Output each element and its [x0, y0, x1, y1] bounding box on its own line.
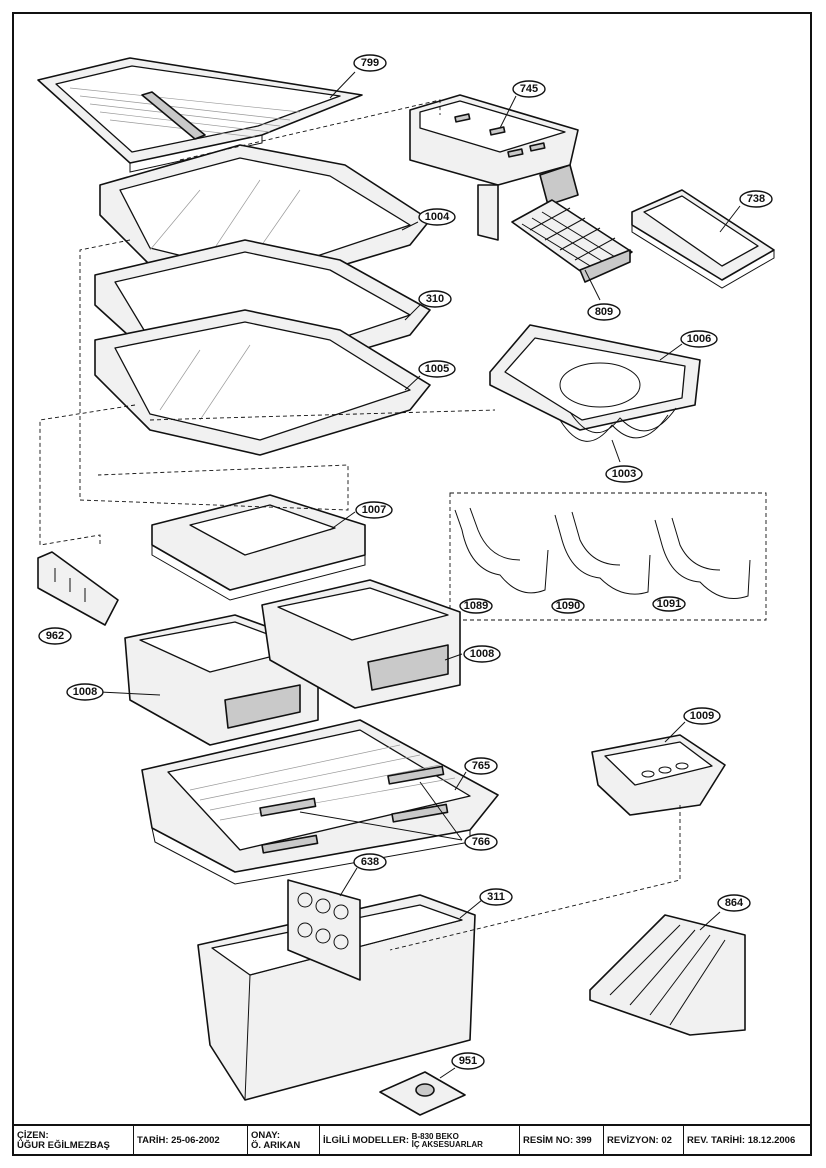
- callout-1004: 1004: [418, 208, 456, 226]
- callout-label: 809: [595, 306, 613, 318]
- callout-1008-right: 1008: [463, 645, 501, 663]
- approved-cell: ONAY: Ö. ARIKAN: [248, 1126, 320, 1156]
- revision-label: REVİZYON:: [607, 1135, 659, 1146]
- drawing-no-cell: RESİM NO: 399: [520, 1126, 604, 1156]
- callout-label: 1003: [612, 468, 636, 480]
- callout-1005: 1005: [418, 360, 456, 378]
- models-line-1: B-830 BEKO: [411, 1131, 459, 1141]
- callout-label: 766: [472, 836, 490, 848]
- models-line-2: İÇ AKSESUARLAR: [411, 1140, 483, 1149]
- callout-864: 864: [717, 894, 751, 912]
- callout-label: 738: [747, 193, 765, 205]
- callout-label: 1006: [687, 333, 711, 345]
- date-cell: TARİH: 25-06-2002: [134, 1126, 248, 1156]
- callout-1008-left: 1008: [66, 683, 104, 701]
- callout-label: 1004: [425, 211, 450, 223]
- revision-value: 02: [661, 1135, 672, 1146]
- drawing-no-value: 399: [575, 1135, 592, 1146]
- callout-962: 962: [38, 627, 72, 645]
- part-766-vent-slides: [259, 765, 449, 854]
- leader-lines: [99, 71, 741, 1079]
- models-label: İLGİLİ MODELLER:: [323, 1135, 410, 1146]
- date-label: TARİH:: [137, 1135, 169, 1146]
- drawn-by-cell: ÇİZEN: ÜĞUR EĞİLMEZBAŞ: [14, 1126, 134, 1156]
- part-638-divider: [287, 879, 361, 981]
- callout-label: 1007: [362, 504, 386, 516]
- callout-label: 1009: [690, 710, 714, 722]
- part-962-clip: [37, 551, 119, 626]
- callout-label: 799: [361, 57, 379, 69]
- part-809-ice-tray: [511, 199, 633, 283]
- callout-label: 1089: [464, 600, 488, 612]
- callout-310: 310: [418, 290, 452, 308]
- callout-label: 1090: [556, 600, 580, 612]
- callout-1006: 1006: [680, 330, 718, 348]
- callout-label: 962: [46, 630, 64, 642]
- callout-1090: 1090: [551, 598, 585, 614]
- callout-809: 809: [587, 303, 621, 321]
- callout-638: 638: [353, 853, 387, 871]
- part-1009-egg-tray: [591, 734, 726, 816]
- callout-label: 311: [487, 891, 505, 903]
- callout-745: 745: [512, 80, 546, 98]
- callout-label: 765: [472, 760, 490, 772]
- drawing-border: [12, 12, 812, 1156]
- callout-799: 799: [353, 54, 387, 72]
- part-799-glass-shelf: [37, 57, 363, 173]
- revision-cell: REVİZYON: 02: [604, 1126, 684, 1156]
- drawn-by-label: ÇİZEN:: [17, 1130, 49, 1141]
- callout-951: 951: [451, 1052, 485, 1070]
- callout-label: 1008: [73, 686, 97, 698]
- approved-label: ONAY:: [251, 1130, 281, 1141]
- wine-rack-options-group: [449, 492, 767, 621]
- assembly-guides: [39, 99, 681, 951]
- callout-1089: 1089: [459, 598, 493, 614]
- approved-value: Ö. ARIKAN: [251, 1140, 301, 1151]
- models-values: B-830 BEKO İÇ AKSESUARLAR: [411, 1131, 483, 1150]
- part-1006-rack-frame: [489, 324, 701, 431]
- date-value: 25-06-2002: [171, 1135, 220, 1146]
- callout-label: 1005: [425, 363, 449, 375]
- callout-1091: 1091: [652, 596, 686, 612]
- callout-738: 738: [739, 190, 773, 208]
- callout-311: 311: [479, 888, 513, 906]
- callout-1003: 1003: [605, 465, 643, 483]
- part-738-dairy-tray: [631, 189, 775, 289]
- part-745-ice-housing: [409, 94, 579, 241]
- callout-765: 765: [464, 757, 498, 775]
- rev-date-cell: REV. TARİHİ: 18.12.2006: [684, 1126, 810, 1156]
- callout-label: 1008: [470, 648, 494, 660]
- callout-label: 1091: [657, 598, 681, 610]
- callout-label: 864: [725, 897, 744, 909]
- drawn-by-value: ÜĞUR EĞİLMEZBAŞ: [17, 1140, 110, 1151]
- callout-1007: 1007: [355, 501, 393, 519]
- callout-label: 638: [361, 856, 379, 868]
- rev-date-value: 18.12.2006: [747, 1135, 796, 1146]
- drawing-no-label: RESİM NO:: [523, 1135, 574, 1146]
- part-1008-crisper-right: [261, 579, 461, 709]
- part-1007-drawer-cover: [151, 494, 366, 601]
- part-951-lamp-holder: [379, 1071, 466, 1116]
- part-864-bottle-rack: [589, 914, 746, 1036]
- part-1004-shelf-frame: [99, 144, 431, 291]
- callout-1009: 1009: [683, 707, 721, 725]
- callout-label: 951: [459, 1055, 477, 1067]
- callout-label: 745: [520, 83, 538, 95]
- title-block: ÇİZEN: ÜĞUR EĞİLMEZBAŞ TARİH: 25-06-2002…: [14, 1124, 810, 1156]
- rev-date-label: REV. TARİHİ:: [687, 1135, 746, 1146]
- part-1003-wine-holder: [559, 407, 677, 442]
- models-cell: İLGİLİ MODELLER: B-830 BEKO İÇ AKSESUARL…: [320, 1126, 520, 1156]
- callout-label: 310: [426, 293, 444, 305]
- part-765-crisper-cover: [141, 719, 499, 885]
- callout-766: 766: [464, 833, 498, 851]
